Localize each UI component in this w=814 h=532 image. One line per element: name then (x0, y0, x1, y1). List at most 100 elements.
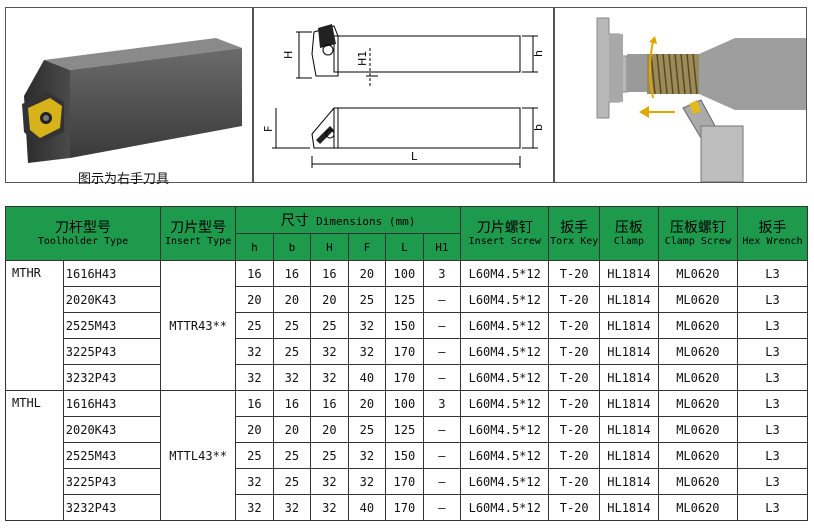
key-cell: T-20 (548, 260, 601, 287)
dim-label-h: h (532, 50, 545, 57)
L-cell: 150 (385, 312, 424, 339)
header-hex-wrench: 扳手 Hex Wrench (736, 206, 809, 261)
usage-illustration-panel (554, 7, 807, 183)
clamp-cell: HL1814 (599, 390, 659, 417)
clamp-screw-cell: ML0620 (657, 416, 738, 443)
H-cell: 32 (310, 494, 349, 521)
model-cell: 2525M43 (62, 442, 162, 469)
F-cell: 40 (347, 494, 387, 521)
wrench-cell: L3 (736, 286, 809, 313)
L-cell: 100 (385, 390, 424, 417)
L-cell: 125 (385, 416, 424, 443)
clamp-cell: HL1814 (599, 416, 659, 443)
key-cell: T-20 (548, 442, 601, 469)
H1-cell: – (422, 416, 462, 443)
header-H: H (310, 233, 349, 261)
b-cell: 20 (272, 286, 312, 313)
header-L: L (385, 233, 424, 261)
screw-cell: L60M4.5*12 (460, 286, 550, 313)
F-cell: 40 (347, 364, 387, 391)
dim-label-b: b (532, 124, 545, 131)
clamp-cell: HL1814 (599, 468, 659, 495)
b-cell: 16 (272, 390, 312, 417)
key-cell: T-20 (548, 390, 601, 417)
H-cell: 32 (310, 468, 349, 495)
h-cell: 32 (235, 468, 274, 495)
H-cell: 25 (310, 442, 349, 469)
dimension-drawing: H H1 h F b L (262, 24, 545, 168)
header-insert: 刀片型号 Insert Type (160, 206, 237, 261)
clamp-screw-cell: ML0620 (657, 364, 738, 391)
F-cell: 32 (347, 468, 387, 495)
F-cell: 32 (347, 338, 387, 365)
clamp-cell: HL1814 (599, 494, 659, 521)
clamp-screw-cell: ML0620 (657, 260, 738, 287)
clamp-screw-cell: ML0620 (657, 390, 738, 417)
clamp-cell: HL1814 (599, 338, 659, 365)
model-cell: 2020K43 (62, 416, 162, 443)
clamp-cell: HL1814 (599, 312, 659, 339)
L-cell: 170 (385, 494, 424, 521)
F-cell: 20 (347, 390, 387, 417)
clamp-screw-cell: ML0620 (657, 442, 738, 469)
clamp-screw-cell: ML0620 (657, 312, 738, 339)
h-cell: 16 (235, 260, 274, 287)
screw-cell: L60M4.5*12 (460, 468, 550, 495)
threading-illustration (596, 17, 806, 182)
screw-cell: L60M4.5*12 (460, 364, 550, 391)
wrench-cell: L3 (736, 390, 809, 417)
specification-table: 刀杆型号 Toolholder Type 刀片型号 Insert Type 尺寸… (4, 206, 809, 521)
series-cell: MTHL (5, 390, 64, 521)
H1-cell: – (422, 338, 462, 365)
clamp-screw-cell: ML0620 (657, 494, 738, 521)
clamp-cell: HL1814 (599, 286, 659, 313)
header-h: h (235, 233, 274, 261)
h-cell: 20 (235, 286, 274, 313)
H1-cell: – (422, 494, 462, 521)
model-cell: 2525M43 (62, 312, 162, 339)
screw-cell: L60M4.5*12 (460, 338, 550, 365)
key-cell: T-20 (548, 494, 601, 521)
clamp-screw-cell: ML0620 (657, 468, 738, 495)
series-cell: MTHR (5, 260, 64, 391)
model-cell: 2020K43 (62, 286, 162, 313)
key-cell: T-20 (548, 416, 601, 443)
dims-zh: 尺寸 (280, 213, 309, 229)
clamp-cell: HL1814 (599, 260, 659, 287)
screw-cell: L60M4.5*12 (460, 442, 550, 469)
wrench-cell: L3 (736, 364, 809, 391)
H-cell: 32 (310, 364, 349, 391)
clamp-cell: HL1814 (599, 364, 659, 391)
header-clamp: 压板 Clamp (599, 206, 659, 261)
b-cell: 25 (272, 312, 312, 339)
key-cell: T-20 (548, 286, 601, 313)
model-cell: 1616H43 (62, 390, 162, 417)
header-dimensions: 尺寸 Dimensions (mm) (235, 206, 462, 234)
L-cell: 170 (385, 468, 424, 495)
H-cell: 32 (310, 338, 349, 365)
insert-type-cell: MTTL43** (160, 390, 237, 521)
model-cell: 1616H43 (62, 260, 162, 287)
dim-label-F: F (262, 126, 275, 132)
h-cell: 25 (235, 442, 274, 469)
header-H1: H1 (422, 233, 462, 261)
h-cell: 32 (235, 364, 274, 391)
toolholder-photo (22, 38, 242, 163)
figure-caption: 图示为右手刀具 (78, 172, 170, 187)
b-cell: 25 (272, 442, 312, 469)
H-cell: 16 (310, 390, 349, 417)
L-cell: 100 (385, 260, 424, 287)
key-cell: T-20 (548, 364, 601, 391)
key-cell: T-20 (548, 338, 601, 365)
wrench-cell: L3 (736, 260, 809, 287)
clamp-screw-cell: ML0620 (657, 338, 738, 365)
